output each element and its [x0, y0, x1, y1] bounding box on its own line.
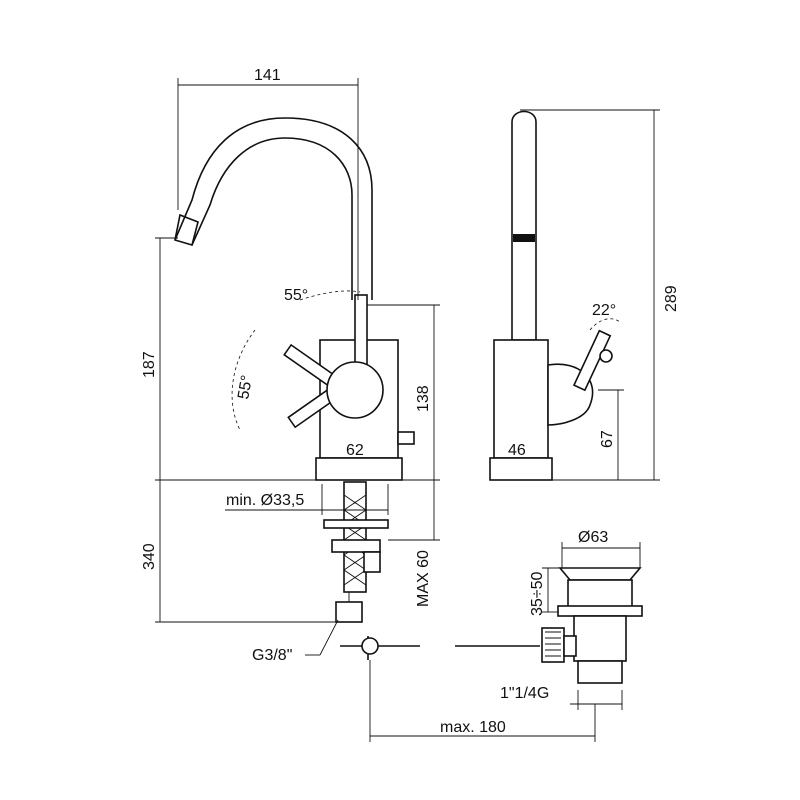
- side-lever: [572, 329, 612, 392]
- side-knob: [397, 431, 415, 445]
- hose-fitting: [363, 551, 381, 573]
- dim-35-50: 35÷50: [529, 572, 546, 616]
- dim-141: 141: [254, 67, 281, 84]
- side-base: [489, 457, 553, 481]
- dim-55-side: 55°: [235, 374, 256, 401]
- hose-end: [335, 601, 363, 623]
- mount-shank: [343, 481, 367, 593]
- spout-inner: [191, 137, 353, 300]
- pop-up-waste: [541, 567, 643, 684]
- lever-hub: [326, 361, 384, 419]
- dim-289: 289: [663, 285, 680, 312]
- dim-340: 340: [141, 543, 158, 570]
- dim-187: 187: [141, 351, 158, 378]
- side-view: [489, 110, 621, 481]
- dim-67: 67: [599, 430, 616, 448]
- dim-22: 22°: [592, 302, 616, 319]
- dimension-labels: 141 187 55° 55° 138 62 min. Ø33,5 MAX 60…: [141, 67, 680, 736]
- dim-g38: G3/8": [252, 647, 292, 664]
- dim-46: 46: [508, 442, 526, 459]
- waste-outlet: [577, 660, 623, 684]
- dim-max-60: MAX 60: [415, 550, 432, 607]
- dim-min-hole: min. Ø33,5: [226, 492, 304, 509]
- dim-55-top: 55°: [284, 287, 308, 304]
- side-body: [493, 339, 549, 459]
- dim-63: Ø63: [578, 529, 608, 546]
- rotation-arc: [231, 329, 256, 431]
- base-ring: [315, 457, 403, 481]
- dim-138: 138: [415, 385, 432, 412]
- dim-1-1-4: 1"1/4G: [500, 685, 549, 702]
- waste-body: [573, 615, 627, 662]
- waste-cap: [558, 567, 642, 581]
- waste-nut: [541, 627, 565, 663]
- waste-washer: [557, 605, 643, 617]
- aerator-mark: [513, 234, 535, 242]
- lever-vertical: [354, 294, 368, 371]
- waste-flange: [567, 579, 633, 609]
- lock-nut: [331, 539, 381, 553]
- dim-max-180: max. 180: [440, 719, 506, 736]
- dim-62: 62: [346, 442, 364, 459]
- dimension-lines: [155, 78, 660, 742]
- rod-clamp: [361, 637, 379, 655]
- front-view: [174, 117, 540, 660]
- side-spout: [511, 110, 537, 341]
- spout-outer: [174, 117, 373, 300]
- washer-1: [323, 519, 389, 529]
